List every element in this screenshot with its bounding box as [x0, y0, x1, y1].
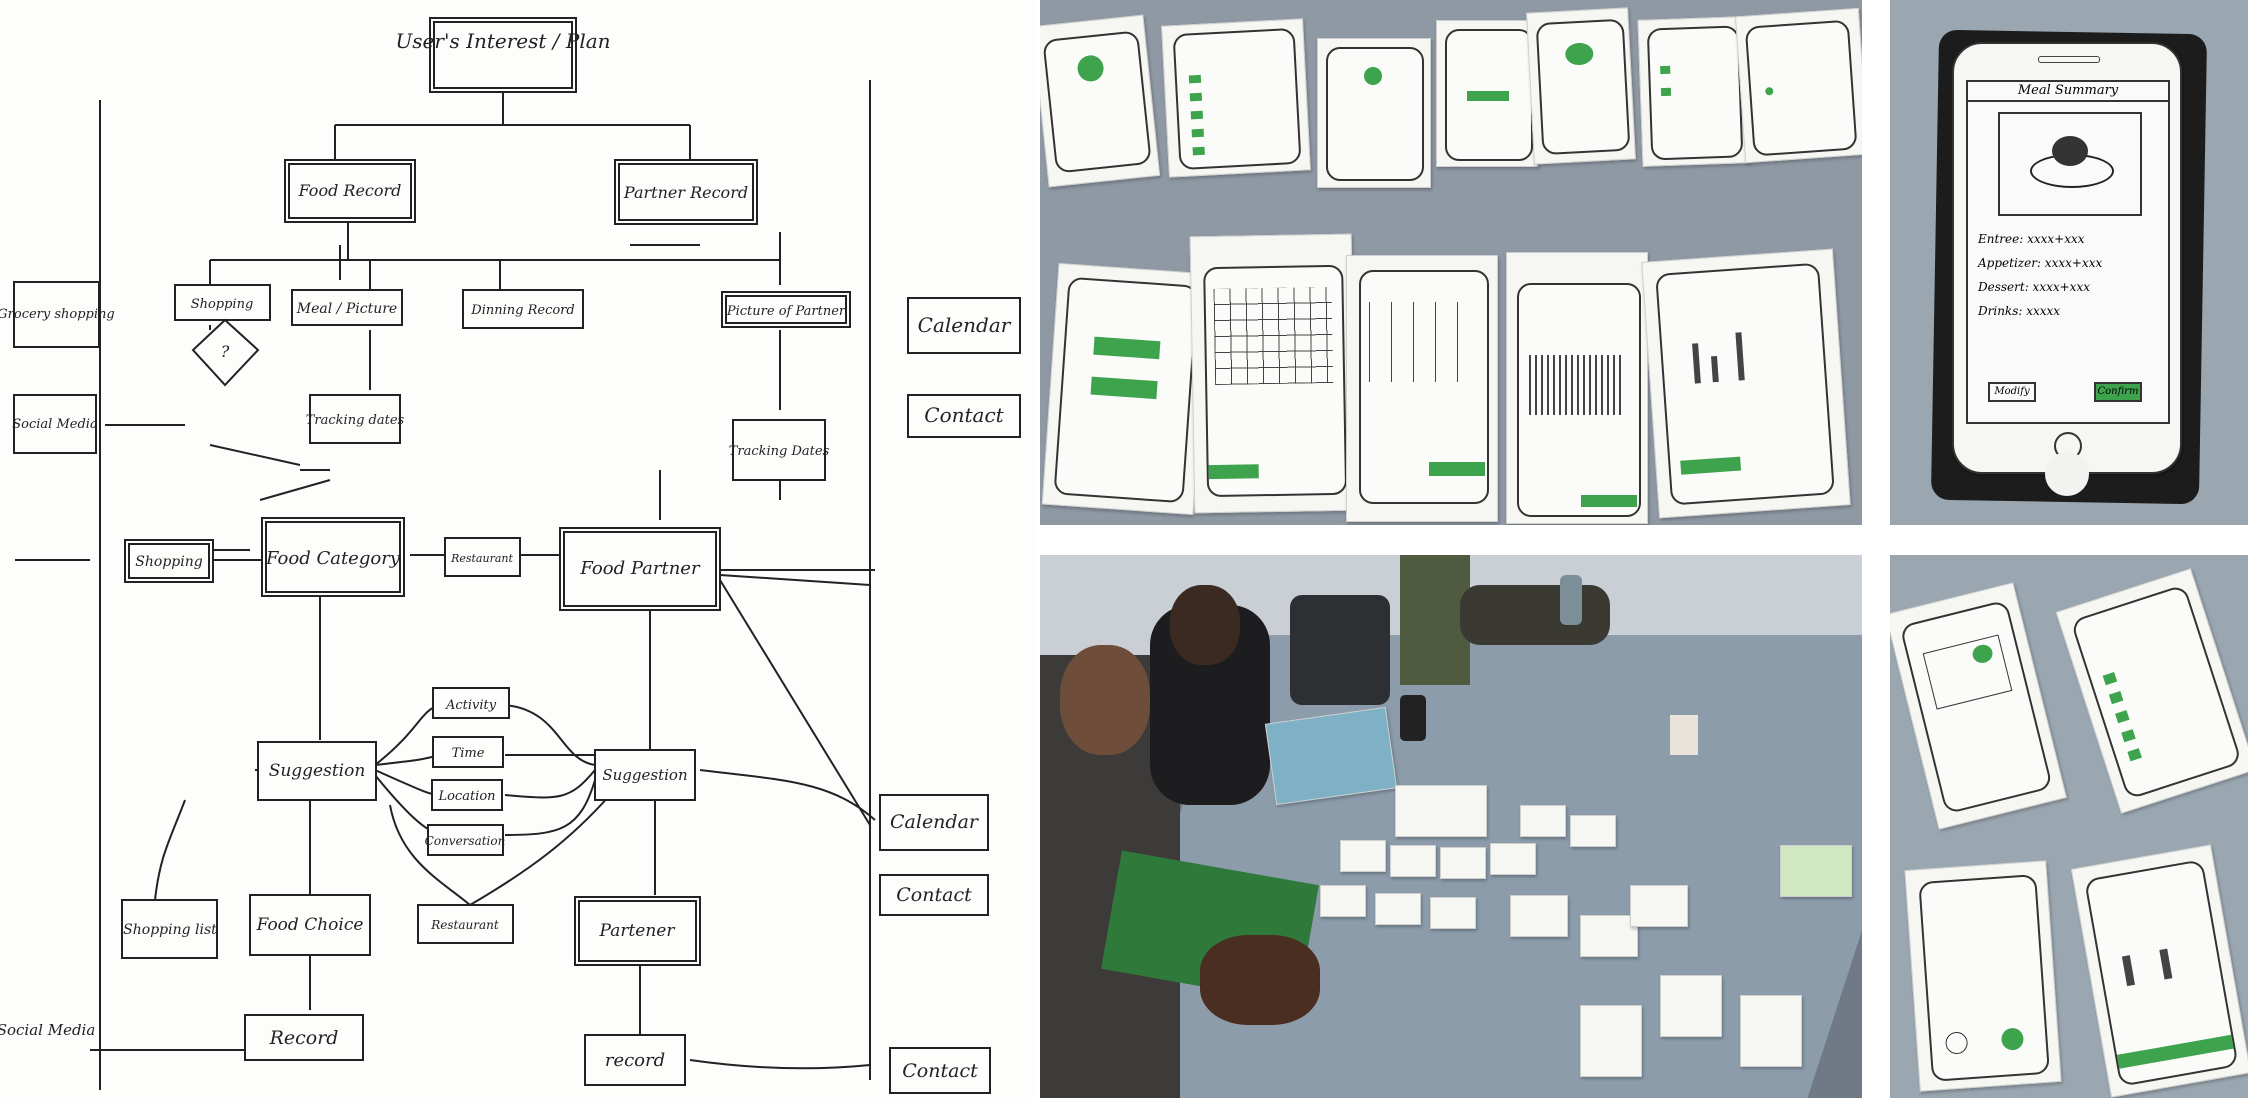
- person-background: [1400, 555, 1470, 685]
- restaurant-bottom-label: Restaurant: [430, 918, 499, 932]
- tracking-dates-right-label: Tracking Dates: [729, 444, 830, 459]
- social-media-left-label: Social Media: [12, 417, 97, 432]
- person-center-head: [1170, 585, 1240, 665]
- social-media-bottom-label: Social Media: [0, 1021, 95, 1039]
- time-label: Time: [452, 746, 485, 761]
- drinks-line: Drinks: xxxxx: [1978, 304, 2061, 318]
- hand: [1200, 935, 1320, 1025]
- record-right-label: record: [605, 1050, 665, 1071]
- paper-card: [1440, 847, 1486, 879]
- prototype-stack: [2070, 844, 2248, 1098]
- confirm-button[interactable]: Confirm: [2094, 382, 2142, 402]
- shopping-mid-label: Shopping: [135, 554, 202, 570]
- prototype-sheet: [1641, 248, 1851, 519]
- paper-card: [1390, 845, 1436, 877]
- paper-card: [1740, 995, 1802, 1067]
- shopping-top-label: Shopping: [191, 297, 254, 312]
- paper-card: [1320, 885, 1366, 917]
- prototype-sheet: [1040, 14, 1161, 188]
- paper-card: [1570, 815, 1616, 847]
- suggestion-left-label: Suggestion: [269, 761, 366, 781]
- paper-card: [1660, 975, 1722, 1037]
- prototype-sheet: [1526, 7, 1636, 165]
- folder: [1264, 706, 1398, 806]
- calendar-bottom-label: Calendar: [890, 811, 980, 833]
- record-left-label: Record: [269, 1027, 339, 1049]
- dessert-line: Dessert: xxxx+xxx: [1978, 280, 2090, 294]
- prototype-sheet: [1735, 7, 1862, 164]
- entree-line: Entree: xxxx+xxx: [1978, 232, 2085, 246]
- prototype-sheet: [1189, 233, 1357, 514]
- bottle: [1560, 575, 1582, 625]
- food-record-label: Food Record: [298, 181, 402, 200]
- water-bottle: [1400, 695, 1426, 741]
- food-category-label: Food Category: [265, 548, 401, 569]
- paper-card: [1580, 1005, 1642, 1077]
- suggestion-right-label: Suggestion: [602, 766, 687, 784]
- calendar-top-label: Calendar: [918, 313, 1012, 337]
- sticky-sheet: [1395, 785, 1487, 837]
- contact-mid-label: Contact: [896, 884, 972, 906]
- picture-of-partner-label: Picture of Partner: [726, 304, 846, 319]
- screen-area: Meal Summary Entree: xxxx+xxx Appetizer:…: [1966, 80, 2170, 424]
- meal-photo: [1998, 112, 2142, 216]
- paper-card: [1520, 805, 1566, 837]
- paper-card: [1630, 885, 1688, 927]
- partner-label: Partener: [599, 921, 676, 941]
- restaurant-mid-label: Restaurant: [450, 552, 513, 565]
- paper-card: [1430, 897, 1476, 929]
- root-label: User's Interest / Plan: [395, 29, 610, 53]
- paper-card: [1340, 840, 1386, 872]
- prototype-stack: [1904, 860, 2062, 1092]
- food-partner-label: Food Partner: [579, 558, 701, 579]
- phone-screen-sheet: Meal Summary Entree: xxxx+xxx Appetizer:…: [1952, 42, 2182, 474]
- paper-card: [1375, 893, 1421, 925]
- prototype-sheet: [1506, 252, 1648, 524]
- speaker-slot: [2038, 56, 2100, 63]
- prototype-sheet: [1317, 38, 1431, 188]
- dinning-record-label: Dinning Record: [470, 303, 574, 318]
- meal-summary-prototype-photo: Meal Summary Entree: xxxx+xxx Appetizer:…: [1890, 0, 2248, 525]
- location-label: Location: [437, 789, 495, 804]
- paper-card: [1510, 895, 1568, 937]
- appetizer-line: Appetizer: xxxx+xxx: [1978, 256, 2103, 270]
- person-left-head: [1060, 645, 1150, 755]
- contact-bottom-label: Contact: [902, 1060, 978, 1082]
- sticky-notes: [1780, 845, 1852, 897]
- activity-label: Activity: [445, 698, 497, 713]
- backpack: [1460, 585, 1610, 645]
- food-choice-label: Food Choice: [256, 915, 364, 935]
- meal-summary-title: Meal Summary: [1968, 82, 2168, 102]
- paper-card: [1490, 843, 1536, 875]
- team-testing-photo: [1040, 555, 1862, 1098]
- partner-record-label: Partner Record: [623, 183, 748, 202]
- paper-tab: [2045, 452, 2089, 496]
- flowchart-svg: User's Interest / Plan Food Record Partn…: [0, 17, 1021, 1094]
- prototype-sheet: [1041, 262, 1211, 516]
- flowchart-sketch: User's Interest / Plan Food Record Partn…: [0, 0, 1036, 1098]
- meal-picture-label: Meal / Picture: [296, 301, 397, 317]
- prototype-sheet: [1637, 16, 1750, 167]
- chair: [1290, 595, 1390, 705]
- prototype-stack: [2055, 568, 2248, 814]
- prototype-stack: [1890, 582, 2067, 830]
- contact-top-label: Contact: [924, 403, 1004, 427]
- prototype-sheet: [1436, 20, 1538, 167]
- paper-prototypes-photo: [1040, 0, 1862, 525]
- prototype-sheet: [1346, 255, 1498, 522]
- shopping-list-label: Shopping list: [123, 922, 217, 938]
- conversation-label: Conversation: [425, 834, 506, 848]
- tracking-dates-left-label: Tracking dates: [306, 413, 405, 428]
- grocery-shopping-label: Grocery shopping: [0, 307, 115, 322]
- coffee-cup: [1670, 715, 1698, 755]
- diamond-label: ?: [221, 342, 230, 361]
- prototype-sheet: [1161, 18, 1311, 178]
- paper-card: [1580, 915, 1638, 957]
- modify-button[interactable]: Modify: [1988, 382, 2036, 402]
- stacked-prototypes-photo: [1890, 555, 2248, 1098]
